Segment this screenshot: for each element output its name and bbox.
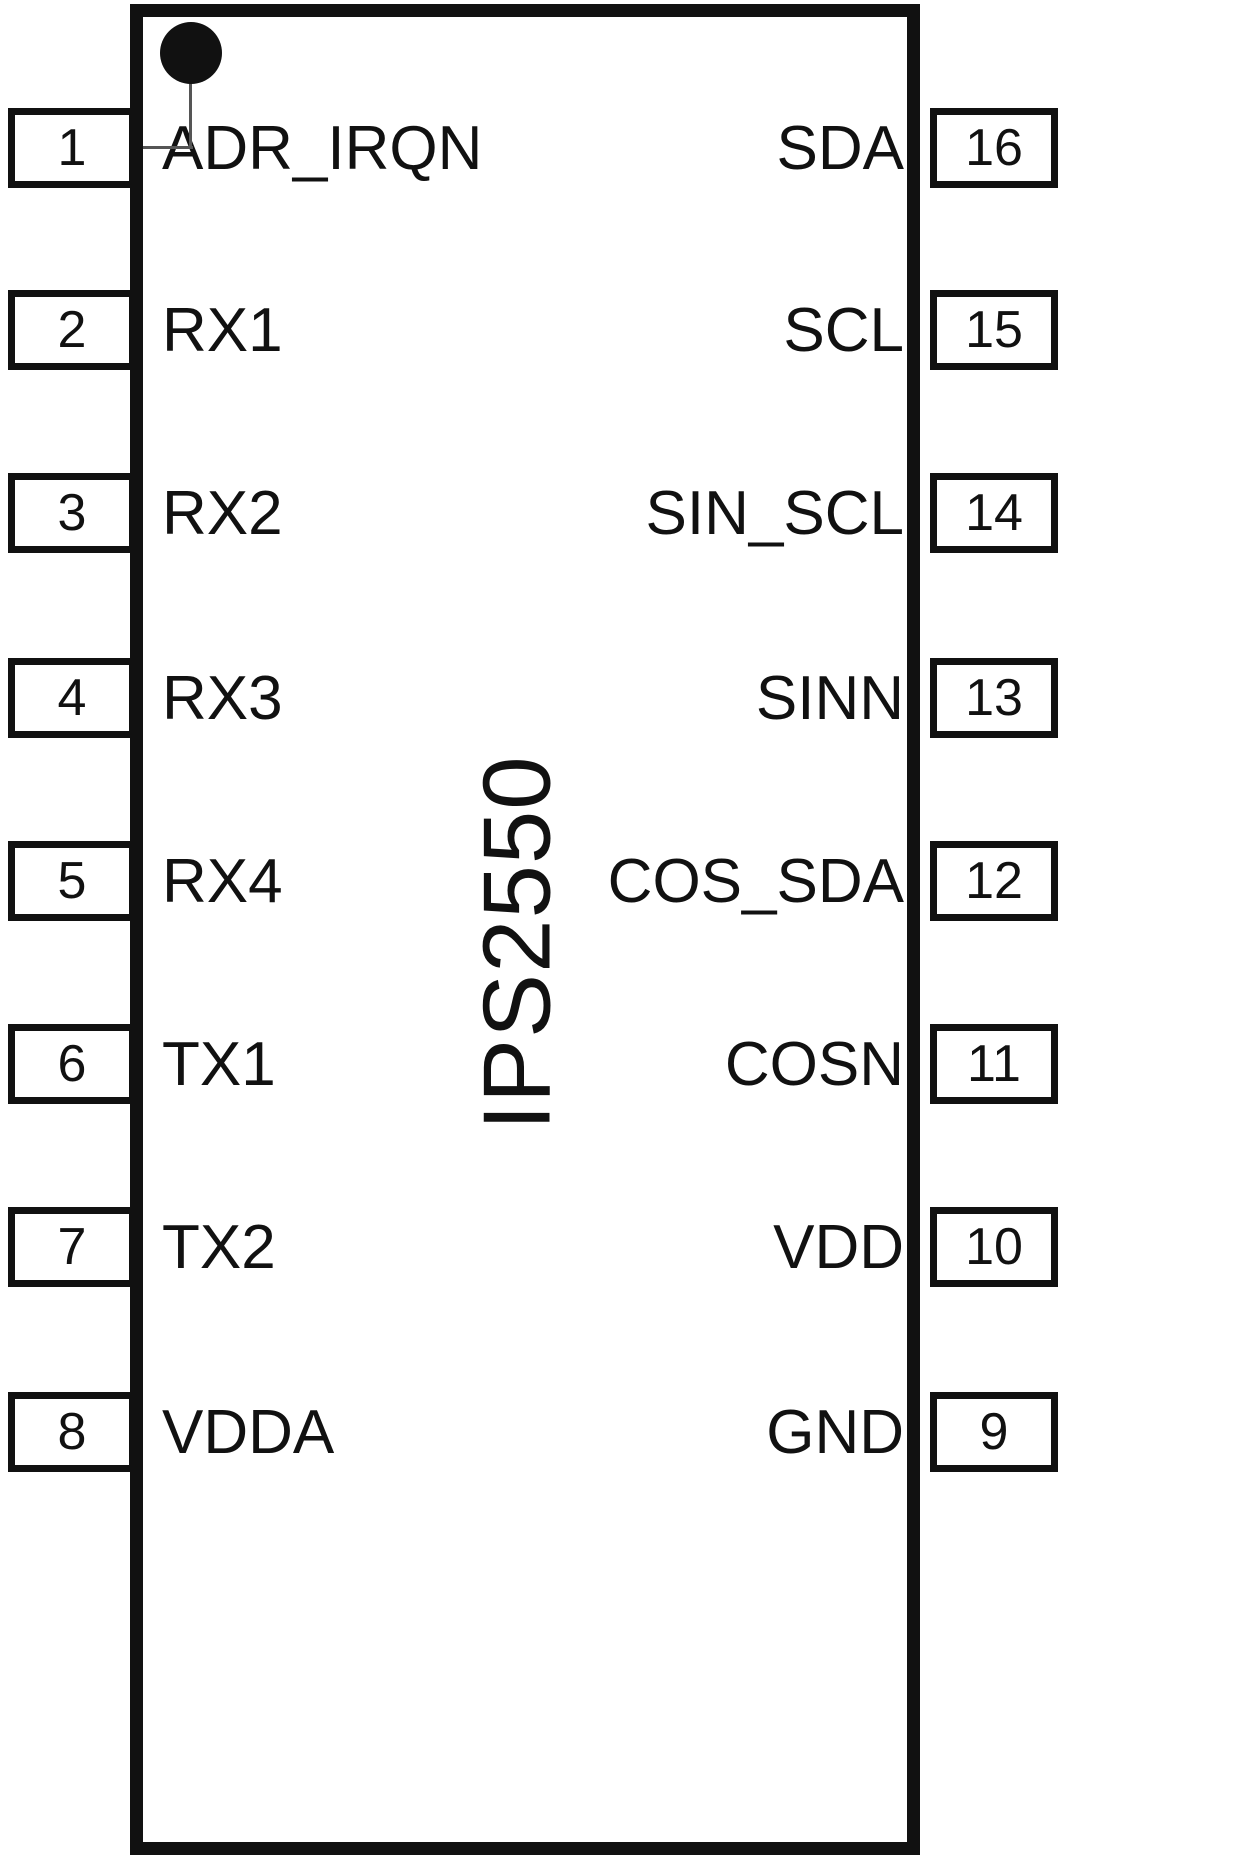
pin-number: 9 [979,1403,1009,1461]
pin-box-9: 9 [930,1392,1058,1472]
pin-label-sda: SDA [776,114,904,183]
pin-number: 6 [57,1035,87,1093]
pin-label-rx1: RX1 [162,296,283,365]
pin1-leader-line-vertical [189,80,192,148]
pin-number: 12 [965,852,1023,910]
pin-box-2: 2 [8,290,136,370]
pin-number: 10 [965,1218,1023,1276]
pin-number: 7 [57,1218,87,1276]
pin-box-13: 13 [930,658,1058,738]
pin-box-10: 10 [930,1207,1058,1287]
pin-number: 4 [57,669,87,727]
pin-label-rx2: RX2 [162,479,283,548]
pin-number: 5 [57,852,87,910]
pin-box-1: 1 [8,108,136,188]
pin-label-tx1: TX1 [162,1030,276,1099]
part-name-label: IPS2550 [463,754,571,1131]
pin-label-cosn: COSN [724,1030,904,1099]
pin-number: 2 [57,301,87,359]
pin-box-7: 7 [8,1207,136,1287]
pin-box-11: 11 [930,1024,1058,1104]
pin-box-15: 15 [930,290,1058,370]
pin-label-adr-irqn: ADR_IRQN [162,114,483,183]
pin-box-8: 8 [8,1392,136,1472]
part-name-container: IPS2550 [143,17,933,1859]
pin1-leader-line-horizontal [143,146,193,149]
pin-label-vdda: VDDA [162,1398,335,1467]
pin-number: 1 [57,119,87,177]
ic-package-body: IPS2550 [130,4,920,1855]
pin-label-vdd: VDD [773,1213,904,1282]
pin-label-rx3: RX3 [162,664,283,733]
pin-box-3: 3 [8,473,136,553]
pin-number: 16 [965,119,1023,177]
pin-box-16: 16 [930,108,1058,188]
pin-label-rx4: RX4 [162,847,283,916]
pin-label-gnd: GND [766,1398,904,1467]
pin-box-5: 5 [8,841,136,921]
pin-box-6: 6 [8,1024,136,1104]
pin-number: 14 [965,484,1023,542]
pin-label-sinn: SINN [755,664,904,733]
pin1-dot-icon [160,22,222,84]
pin-label-sin-scl: SIN_SCL [645,479,904,548]
pin-box-14: 14 [930,473,1058,553]
pin-number: 11 [967,1035,1021,1093]
pin-number: 8 [57,1403,87,1461]
pin-number: 3 [57,484,87,542]
pin-label-scl: SCL [783,296,904,365]
pin-number: 13 [965,669,1023,727]
pin-label-tx2: TX2 [162,1213,276,1282]
pin-box-12: 12 [930,841,1058,921]
pin-number: 15 [965,301,1023,359]
pin-label-cos-sda: COS_SDA [607,847,904,916]
pin-box-4: 4 [8,658,136,738]
